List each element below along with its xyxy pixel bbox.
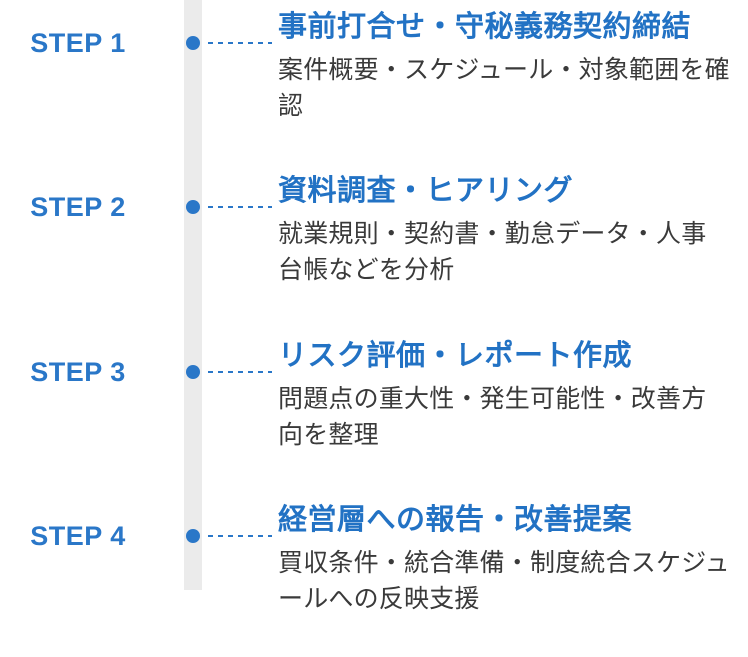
step-description-2: 就業規則・契約書・勤怠データ・人事台帳などを分析	[278, 220, 707, 284]
timeline-rail	[184, 0, 202, 590]
step-text-block-4: 経営層への報告・改善提案 買収条件・統合準備・制度統合スケジュールへの反映支援	[278, 501, 748, 617]
process-timeline-diagram: STEP 1 事前打合せ・守秘義務契約締結 案件概要・スケジュール・対象範囲を確…	[0, 0, 748, 613]
step-badge-label-3: STEP 3	[30, 356, 126, 387]
step-description-1: 案件概要・スケジュール・対象範囲を確認	[278, 56, 730, 120]
step-text-block-2: 資料調査・ヒアリング 就業規則・契約書・勤怠データ・人事台帳などを分析	[278, 172, 748, 288]
timeline-dot-4	[186, 529, 200, 543]
step-title-3: リスク評価・レポート作成	[278, 340, 633, 372]
step-badge-4: STEP 4	[8, 498, 172, 574]
step-badge-label-4: STEP 4	[30, 520, 126, 551]
step-badge-label-1: STEP 1	[30, 27, 126, 58]
timeline-dot-1	[186, 36, 200, 50]
timeline-dot-3	[186, 365, 200, 379]
timeline-step-3: STEP 3 リスク評価・レポート作成 問題点の重大性・発生可能性・改善方向を整…	[0, 329, 748, 493]
dashed-connector-2	[208, 206, 272, 208]
step-title-4: 経営層への報告・改善提案	[278, 504, 633, 536]
step-badge-2: STEP 2	[8, 169, 172, 245]
dashed-connector-1	[208, 42, 272, 44]
step-text-block-3: リスク評価・レポート作成 問題点の重大性・発生可能性・改善方向を整理	[278, 337, 748, 453]
step-text-block-1: 事前打合せ・守秘義務契約締結 案件概要・スケジュール・対象範囲を確認	[278, 8, 748, 124]
timeline-step-4: STEP 4 経営層への報告・改善提案 買収条件・統合準備・制度統合スケジュール…	[0, 493, 748, 657]
timeline-step-1: STEP 1 事前打合せ・守秘義務契約締結 案件概要・スケジュール・対象範囲を確…	[0, 0, 748, 164]
dashed-connector-3	[208, 371, 272, 373]
step-title-2: 資料調査・ヒアリング	[278, 175, 574, 207]
step-badge-label-2: STEP 2	[30, 191, 126, 222]
step-description-4: 買収条件・統合準備・制度統合スケジュールへの反映支援	[278, 549, 730, 613]
step-title-1: 事前打合せ・守秘義務契約締結	[278, 11, 692, 43]
timeline-dot-2	[186, 200, 200, 214]
step-badge-1: STEP 1	[8, 5, 172, 81]
step-badge-3: STEP 3	[8, 334, 172, 410]
step-description-3: 問題点の重大性・発生可能性・改善方向を整理	[278, 385, 707, 449]
dashed-connector-4	[208, 535, 272, 537]
timeline-step-2: STEP 2 資料調査・ヒアリング 就業規則・契約書・勤怠データ・人事台帳などを…	[0, 164, 748, 328]
